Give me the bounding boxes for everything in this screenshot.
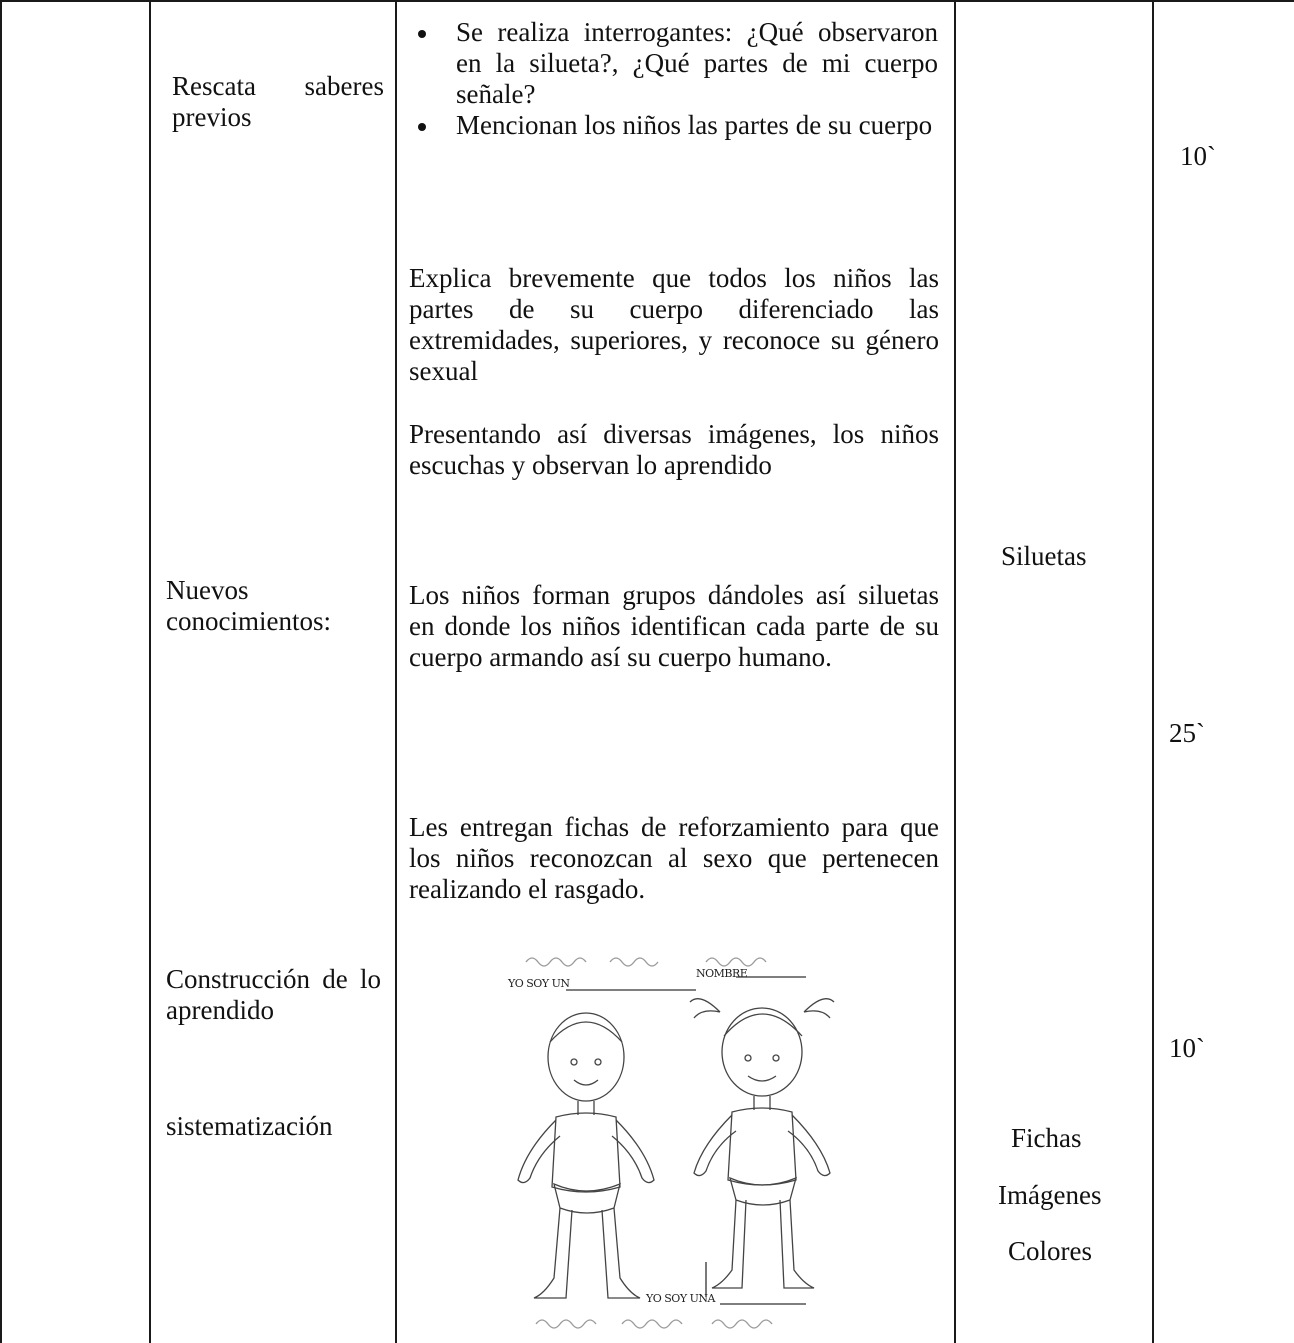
activity-paragraph-1: Explica brevemente que todos los niños l…: [409, 263, 939, 386]
boy-figure-icon: [517, 1012, 655, 1299]
activity-bullet-list: Se realiza interrogantes: ¿Qué observaro…: [408, 17, 938, 141]
activity-paragraph-2: Presentando así diversas imágenes, los n…: [409, 419, 939, 480]
list-item: Mencionan los niños las partes de su cue…: [408, 110, 938, 141]
list-item: Se realiza interrogantes: ¿Qué observaro…: [408, 17, 938, 110]
moment-nuevos: Nuevos conocimientos:: [166, 575, 331, 636]
worksheet-image: NOMBRE YO SOY UN: [486, 952, 868, 1332]
decorative-border-bottom: [535, 1319, 773, 1329]
column-divider-1: [149, 0, 151, 1343]
activity-paragraph-3: Los niños forman grupos dándoles así sil…: [409, 580, 939, 672]
activity-paragraph-4: Les entregan fichas de reforzamiento par…: [409, 812, 939, 904]
column-divider-3: [954, 0, 956, 1343]
resource-colores: Colores: [1008, 1236, 1092, 1266]
resource-siluetas: Siluetas: [1001, 541, 1087, 571]
bullet-icon: [418, 123, 426, 131]
worksheet-name-label: NOMBRE: [696, 967, 748, 980]
resource-imagenes: Imágenes: [998, 1180, 1102, 1210]
girl-figure-icon: [689, 998, 835, 1297]
time-rescata: 10`: [1180, 141, 1216, 171]
moment-sistematizacion: sistematización: [166, 1111, 333, 1141]
table-left-border: [0, 0, 2, 1343]
column-divider-2: [395, 0, 397, 1343]
column-divider-4: [1152, 0, 1154, 1343]
moment-rescata: Rescata saberes previos: [172, 71, 384, 132]
table-top-border: [0, 0, 1294, 2]
worksheet-label-boy: YO SOY UN: [507, 977, 570, 990]
time-construccion: 10`: [1169, 1033, 1205, 1063]
bullet-icon: [418, 30, 426, 38]
worksheet-label-girl: YO SOY UNA: [645, 1292, 716, 1305]
time-nuevos: 25`: [1169, 718, 1205, 748]
resource-fichas: Fichas: [1011, 1123, 1082, 1153]
moment-construccion: Construcción de lo aprendido: [166, 964, 381, 1025]
decorative-border-top: [525, 957, 767, 967]
